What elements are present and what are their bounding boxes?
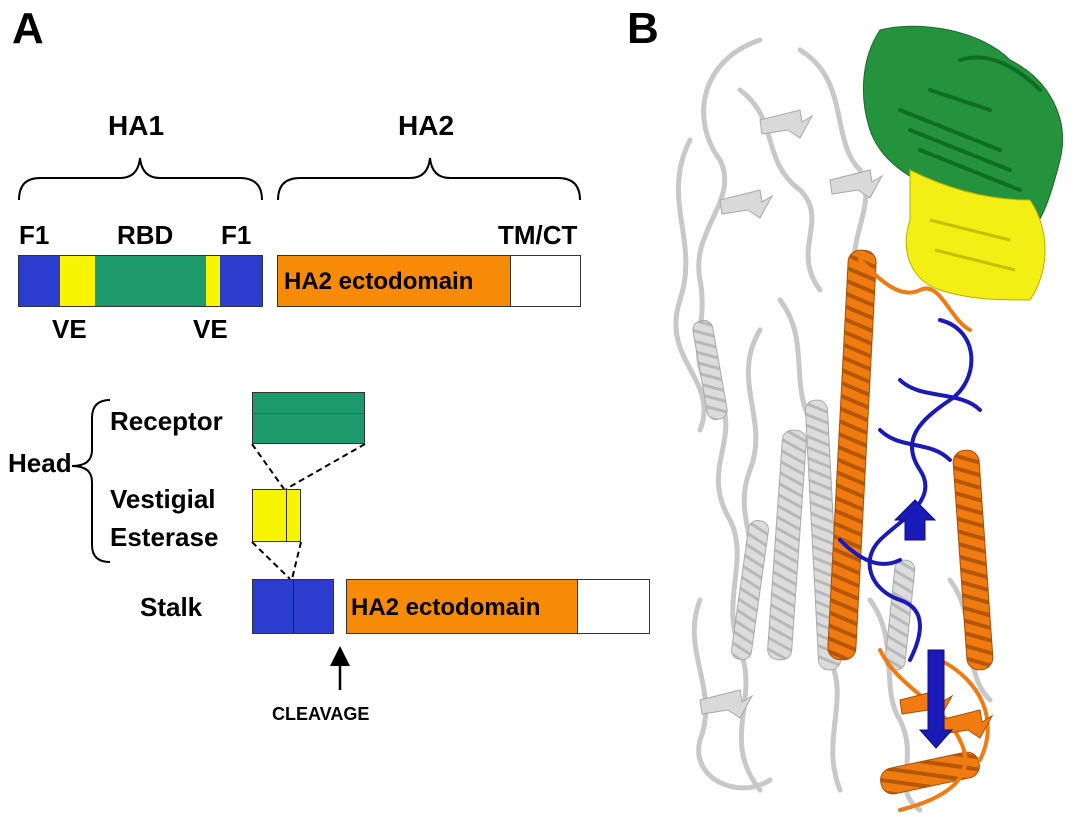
ha2-ectodomain-bottom-label: HA2 ectodomain	[351, 594, 541, 621]
rbd-label: RBD	[117, 220, 174, 250]
ha2-ectodomain-stalk-segment	[347, 580, 577, 633]
dashed-connector	[251, 541, 291, 580]
ha1-domain-bar	[18, 255, 263, 307]
cleavage-label: CLEAVAGE	[272, 704, 370, 724]
ha2-ectodomain-top-label: HA2 ectodomain	[284, 268, 474, 295]
vestigial-label: Vestigial	[110, 484, 216, 514]
ve-right-segment	[206, 256, 220, 306]
head-brace	[71, 399, 111, 563]
dashed-connector	[291, 541, 302, 580]
ha2-tm-stalk-segment	[577, 580, 649, 633]
gray-sheets	[699, 109, 884, 719]
blue-fusion-domain	[838, 318, 982, 662]
stalk-divider	[293, 580, 294, 633]
ve-left-segment	[60, 256, 95, 306]
ve-right-label: VE	[193, 314, 228, 344]
stalk-box	[252, 579, 334, 634]
ha2-label: HA2	[398, 110, 455, 141]
green-strands	[898, 55, 1042, 192]
ha2-brace	[277, 157, 581, 201]
rbd-segment	[95, 256, 206, 306]
stalk-label: Stalk	[140, 592, 203, 622]
panel-a-letter: A	[12, 4, 44, 53]
receptor-label: Receptor	[110, 406, 223, 436]
cleavage-arrow-head	[330, 646, 350, 666]
yellow-strands	[929, 218, 1016, 272]
panel-b-letter: B	[627, 4, 659, 53]
ha2-domain-bar: HA2 ectodomain	[277, 255, 581, 307]
ha2-stalk-bar: HA2 ectodomain	[346, 579, 650, 634]
esterase-label: Esterase	[110, 522, 219, 552]
ha1-label: HA1	[108, 110, 165, 141]
tm-ct-segment	[510, 256, 580, 306]
f1-left-segment	[19, 256, 60, 306]
receptor-divider	[253, 413, 364, 414]
orange-ha2	[827, 249, 994, 795]
vestigial-esterase-box	[252, 489, 301, 542]
f1-right-label: F1	[221, 220, 252, 250]
tm-ct-label: TM/CT	[498, 220, 578, 250]
f1-right-segment	[220, 256, 262, 306]
head-label: Head	[8, 448, 72, 478]
receptor-box	[252, 392, 365, 444]
ha2-ectodomain-segment	[278, 256, 510, 306]
ha1-brace	[18, 157, 263, 201]
f1-left-label: F1	[19, 220, 50, 250]
orange-loops	[858, 258, 990, 812]
blue-arrows	[893, 499, 954, 749]
dashed-connector	[285, 443, 366, 490]
vestigial-divider	[286, 490, 287, 541]
ve-left-label: VE	[52, 314, 87, 344]
